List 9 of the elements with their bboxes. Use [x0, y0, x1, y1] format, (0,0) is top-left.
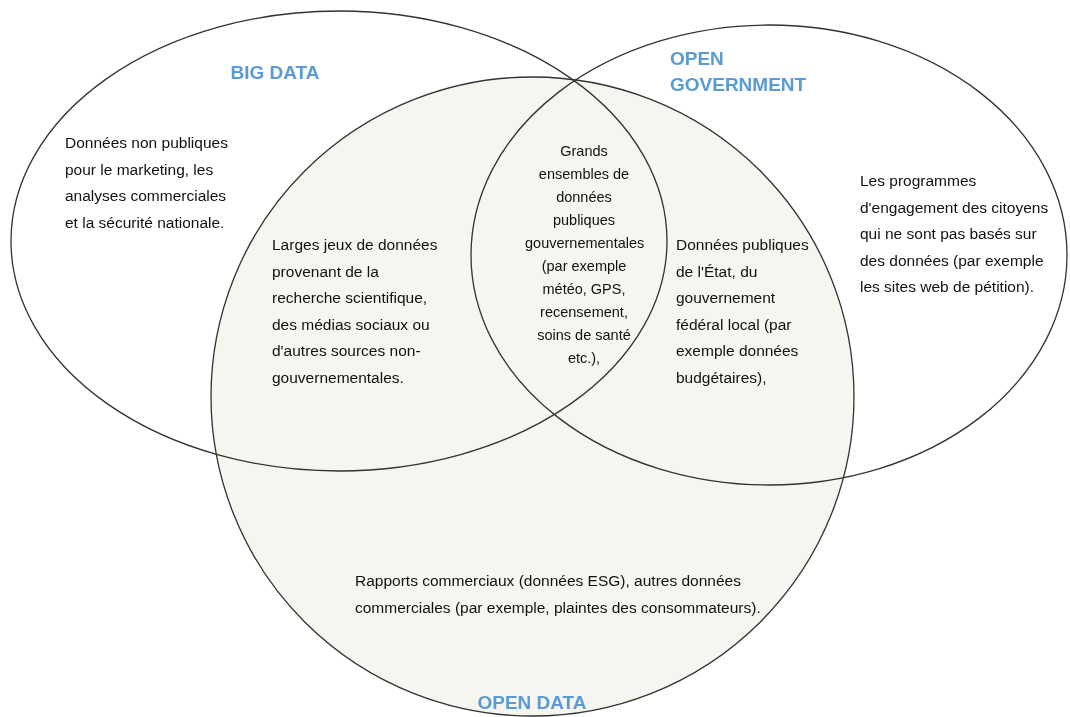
set-title: OPEN DATA [476, 691, 588, 715]
region-text: Les programmes d'engagement des citoyens qui ne sont pas basés sur des données (par exemple les sites web de pétition). [860, 171, 1050, 297]
region-text: Grands ensembles de données publiques gouvernementales (par exemple météo, GPS, recensement, soins de santé etc.), [525, 142, 643, 368]
region-text: Données publiques de l'État, du gouvernement fédéral local (par exemple données budgétaires), [676, 235, 810, 388]
region-text: Rapports commerciaux (données ESG), autres données commerciales (par exemple, plaintes des consommateurs). [355, 571, 762, 618]
region-text: Données non publiques pour le marketing, les analyses commerciales et la sécurité nationale. [65, 133, 229, 233]
set-title: BIG DATA [229, 61, 321, 85]
region-text: Larges jeux de données provenant de la recherche scientifique, des médias sociaux ou d'autres sources non-gouvernementales. [272, 235, 439, 388]
set-title: OPEN GOVERNMENT [670, 47, 808, 97]
